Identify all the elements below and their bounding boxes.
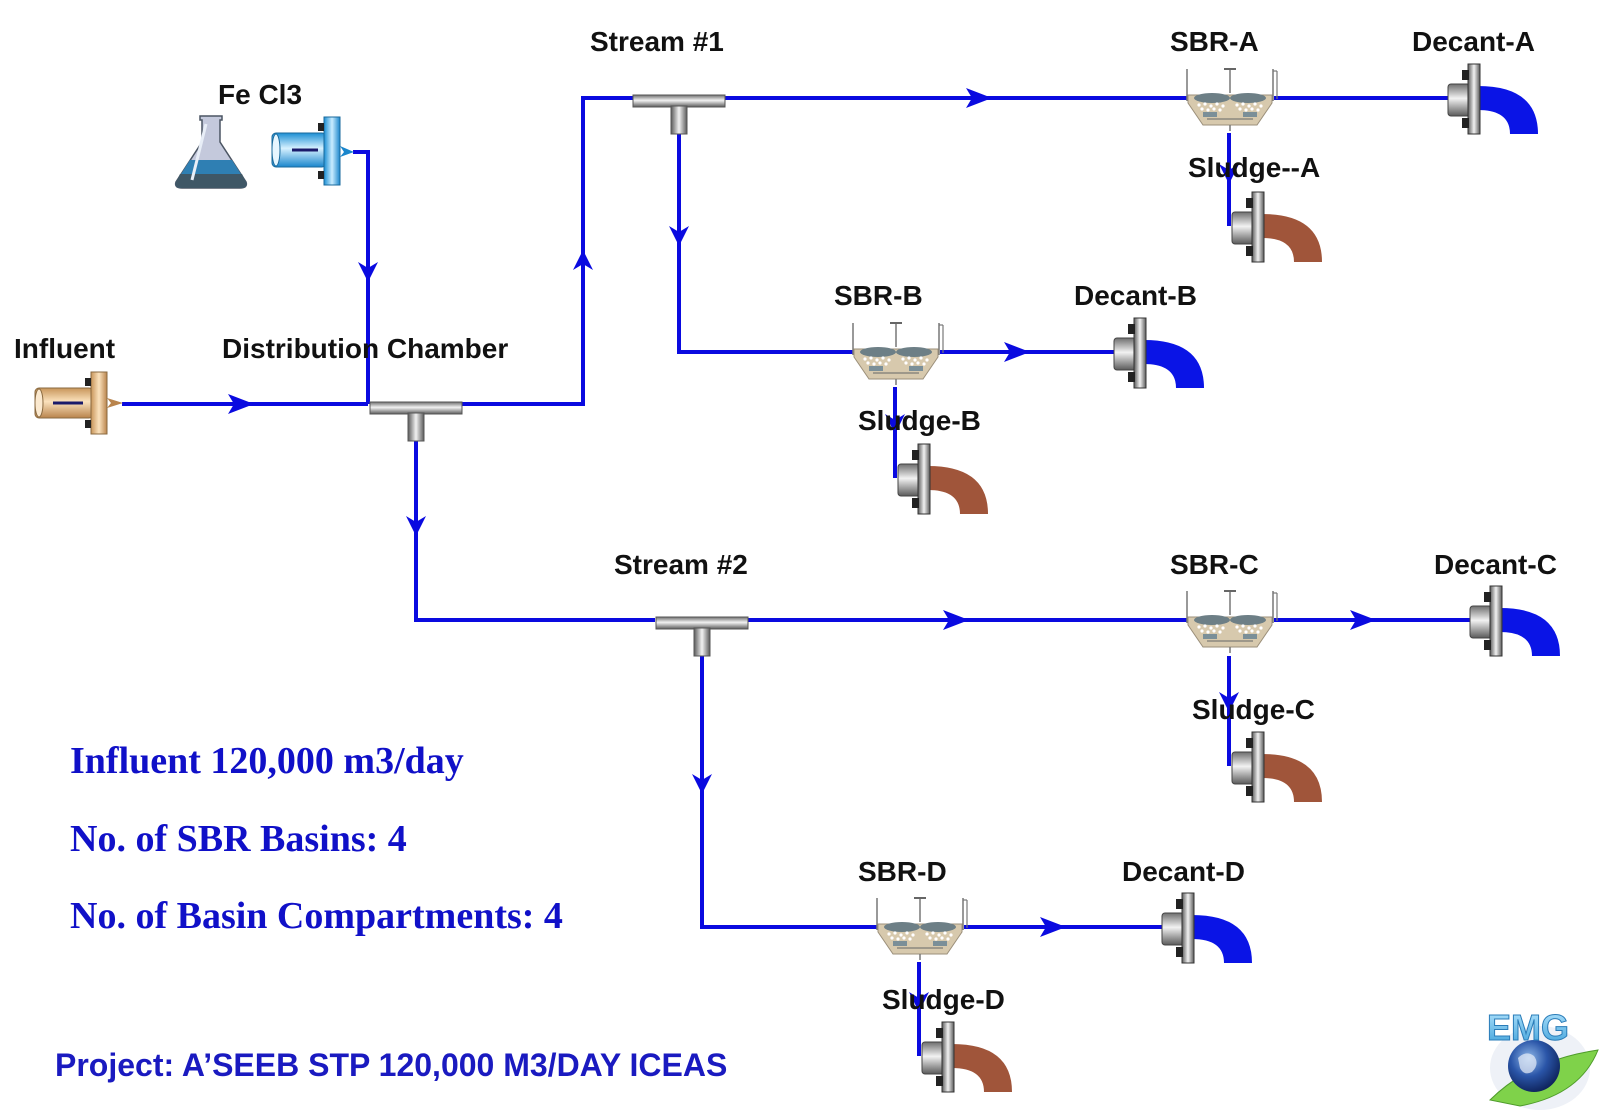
arrow-down-icon — [1219, 692, 1239, 712]
influent-flow-info: Influent 120,000 m3/day — [70, 740, 464, 782]
sbr-basin-a[interactable]: SBR-A — [1170, 26, 1278, 132]
sbr-tank-icon — [1186, 590, 1278, 654]
fecl3-feed-pipe-icon[interactable] — [271, 116, 354, 186]
sbr-a-label: SBR-A — [1170, 26, 1259, 57]
arrow-down-icon — [692, 774, 712, 794]
flow-arrows — [228, 88, 1494, 1012]
arrow-up-icon — [573, 250, 593, 270]
arrow-right-icon — [228, 394, 254, 414]
arrow-down-icon — [669, 226, 689, 246]
decant-a-label: Decant-A — [1412, 26, 1535, 57]
sludge-c-label: Sludge-C — [1192, 694, 1315, 725]
decant-d-outlet-icon[interactable] — [1161, 892, 1252, 964]
pipe-fecl3-to-distribution — [353, 150, 370, 404]
sbr-tank-icon — [1186, 68, 1278, 132]
sludge-a-label: Sludge--A — [1188, 152, 1320, 183]
decant-d-label: Decant-D — [1122, 856, 1245, 887]
stream2-label: Stream #2 — [614, 549, 748, 580]
compartment-count-info: No. of Basin Compartments: 4 — [70, 895, 563, 937]
project-title: Project: A’SEEB STP 120,000 M3/DAY ICEAS — [55, 1047, 727, 1083]
sludge-a-outlet-icon[interactable] — [1231, 191, 1322, 263]
arrow-right-icon — [1040, 917, 1066, 937]
sludge-b-outlet-icon[interactable] — [897, 443, 988, 515]
decant-c-label: Decant-C — [1434, 549, 1557, 580]
sbr-b-label: SBR-B — [834, 280, 923, 311]
fecl3-label: Fe Cl3 — [218, 79, 302, 110]
sbr-basin-d[interactable]: SBR-D — [858, 856, 968, 961]
sludge-b-label: Sludge-B — [858, 405, 981, 436]
pipe-distribution-to-stream2 — [414, 440, 655, 622]
decant-c-outlet-icon[interactable] — [1469, 585, 1560, 657]
arrow-right-icon — [966, 88, 992, 108]
distribution-chamber-label: Distribution Chamber — [222, 333, 508, 364]
logo-text: EMG — [1487, 1007, 1569, 1048]
stream2-splitter-tee-icon[interactable] — [655, 616, 749, 657]
sbr-basin-count-info: No. of SBR Basins: 4 — [70, 818, 407, 860]
sbr-tank-icon — [852, 322, 944, 386]
distribution-chamber-tee-icon[interactable] — [369, 401, 463, 442]
sbr-d-label: SBR-D — [858, 856, 947, 887]
arrow-right-icon — [1350, 610, 1376, 630]
sludge-d-outlet-icon[interactable] — [921, 1021, 1012, 1093]
flask-icon — [174, 115, 248, 189]
pipe-stream1-to-sbr-b — [677, 134, 853, 354]
arrow-down-icon — [885, 414, 905, 434]
sludge-c-outlet-icon[interactable] — [1231, 731, 1322, 803]
stream1-label: Stream #1 — [590, 26, 724, 57]
sludge-d-label: Sludge-D — [882, 984, 1005, 1015]
sbr-tank-icon — [876, 897, 968, 961]
stream1-splitter-tee-icon[interactable] — [632, 94, 726, 135]
influent-feed-pipe-icon[interactable] — [34, 371, 123, 435]
arrow-down-icon — [1219, 164, 1239, 184]
arrow-right-icon — [1004, 342, 1030, 362]
sbr-basin-c[interactable]: SBR-C — [1170, 549, 1278, 654]
influent-label: Influent — [14, 333, 115, 364]
decant-b-label: Decant-B — [1074, 280, 1197, 311]
decant-b-outlet-icon[interactable] — [1113, 317, 1204, 389]
arrow-right-icon — [943, 610, 969, 630]
pipe-stream2-to-sbr-d — [700, 656, 877, 929]
decant-a-outlet-icon[interactable] — [1447, 63, 1538, 135]
sbr-basin-b[interactable]: SBR-B — [834, 280, 944, 386]
arrow-down-icon — [909, 992, 929, 1012]
arrow-down-icon — [406, 516, 426, 536]
sbr-c-label: SBR-C — [1170, 549, 1259, 580]
arrow-down-icon — [358, 262, 378, 282]
emg-logo: EMG — [1487, 1007, 1599, 1110]
